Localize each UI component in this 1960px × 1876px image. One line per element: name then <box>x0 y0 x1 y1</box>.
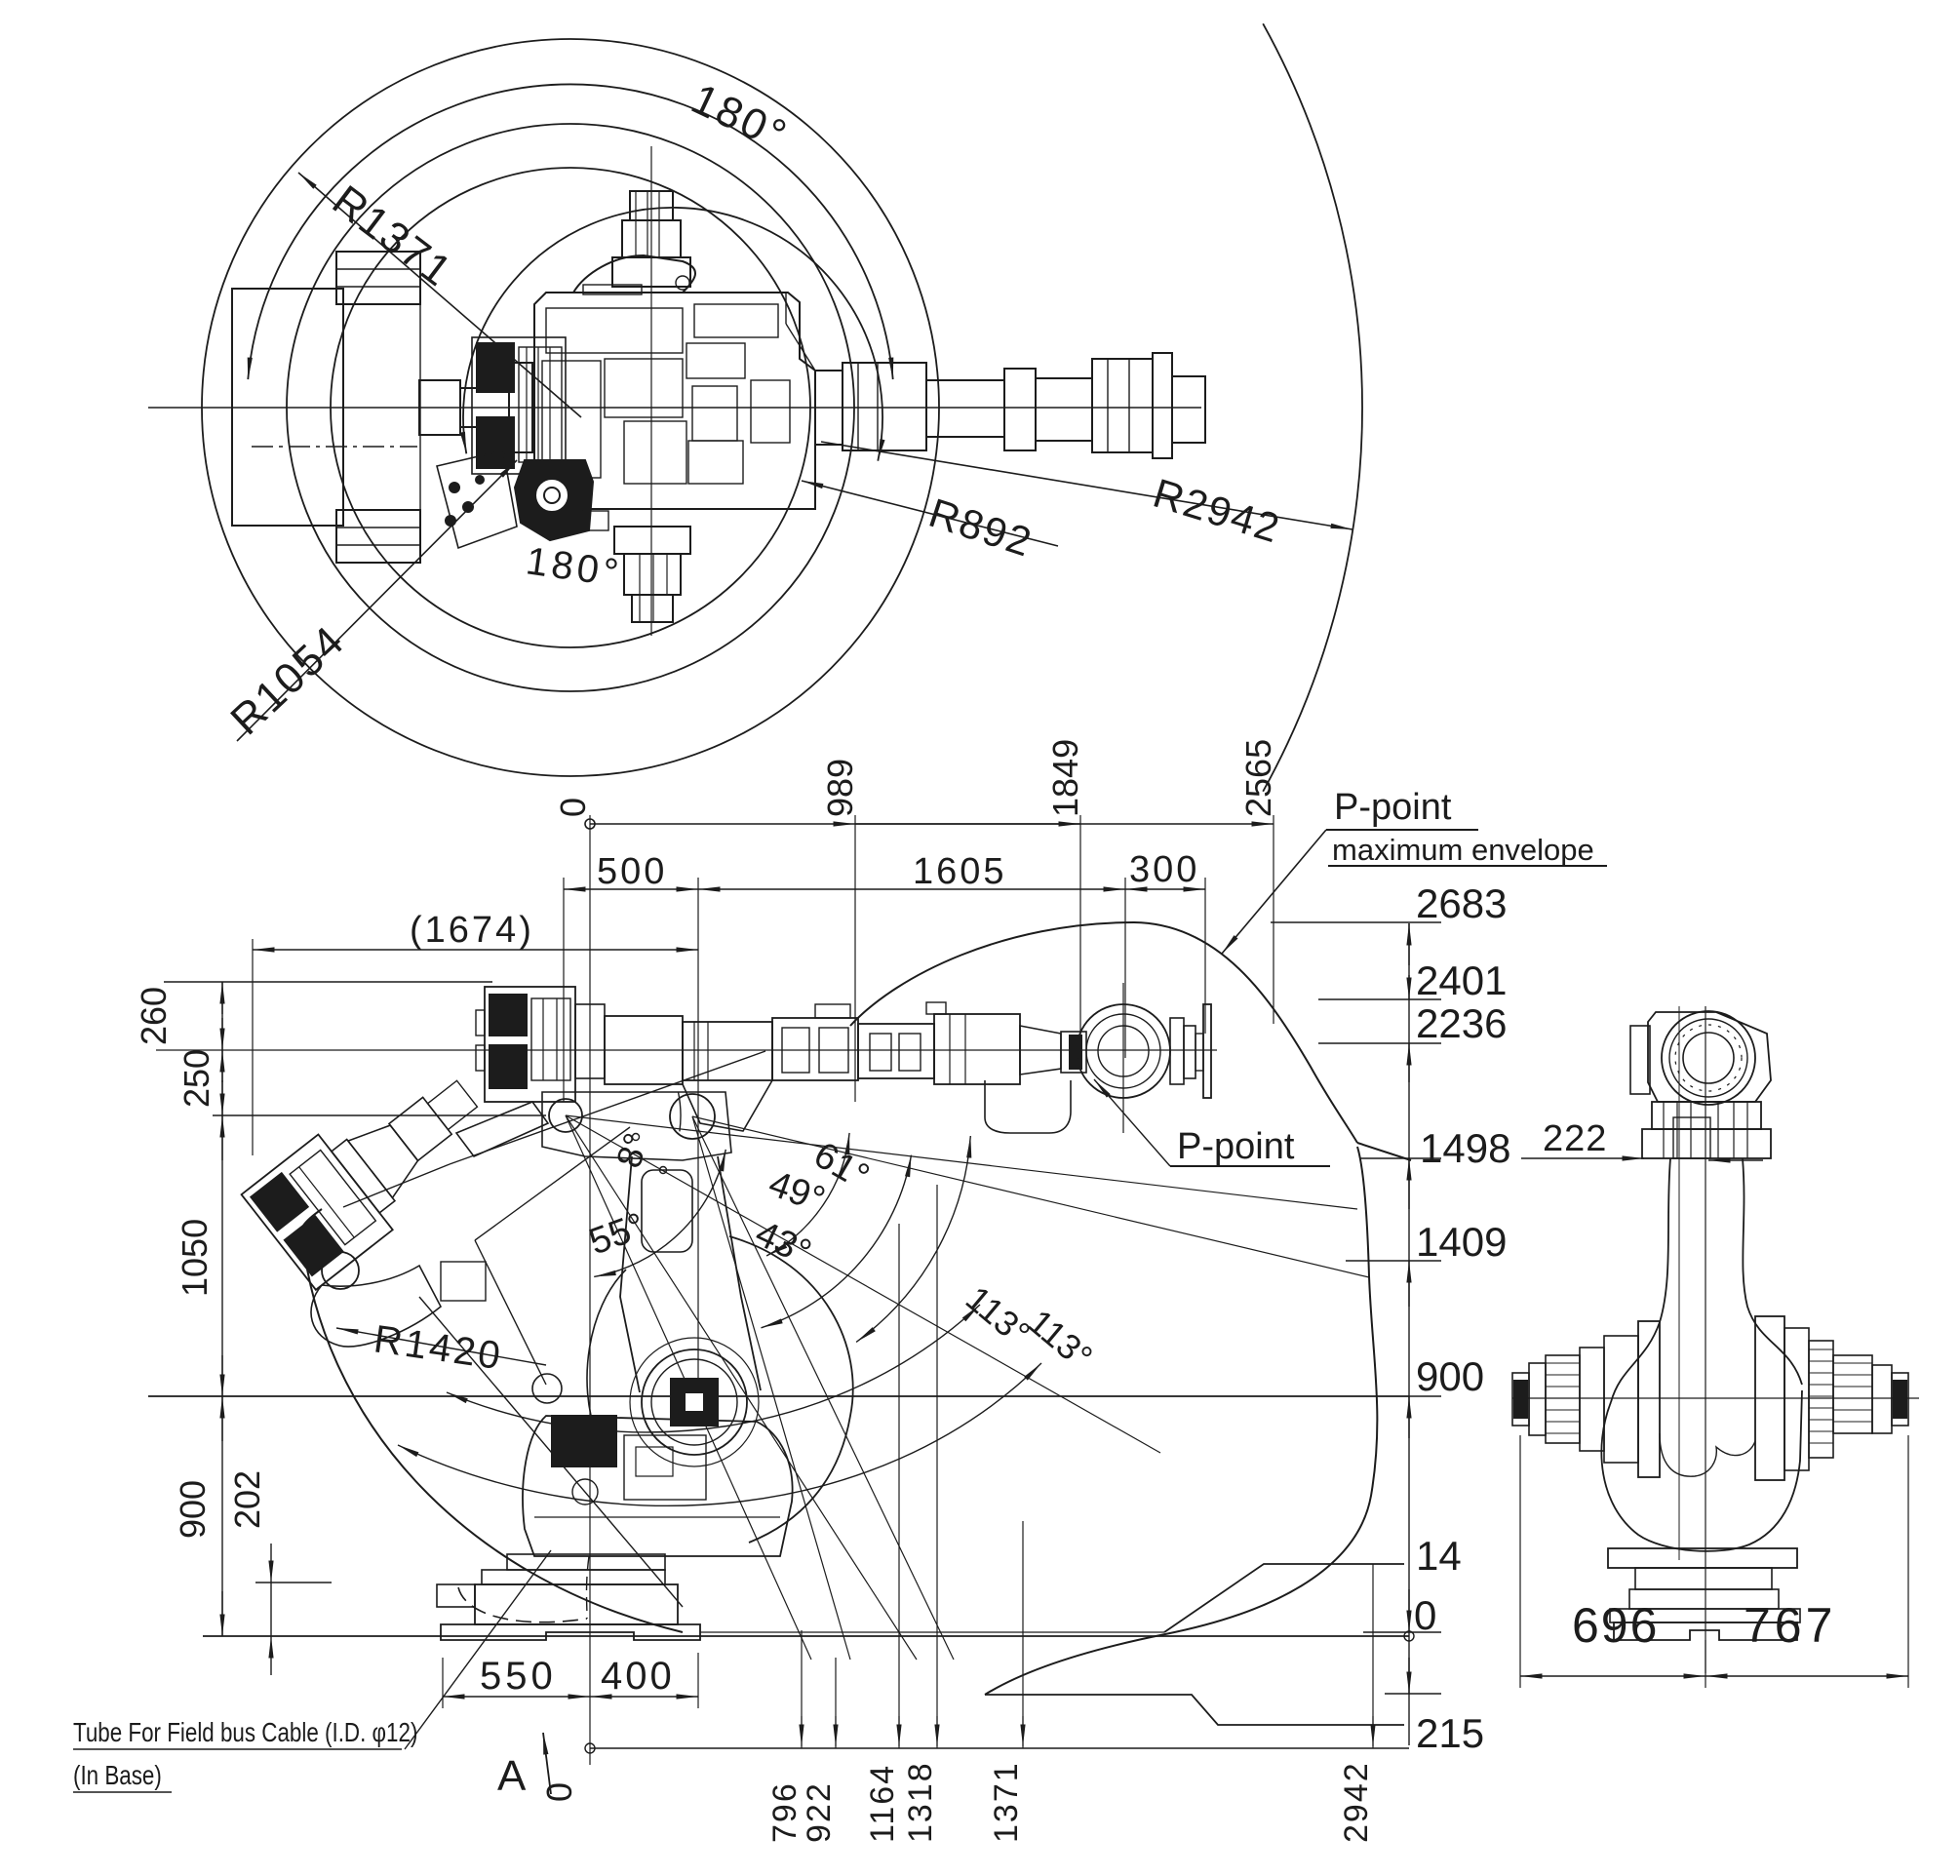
svg-text:A: A <box>497 1752 527 1800</box>
svg-text:250: 250 <box>176 1049 216 1108</box>
svg-text:1371: 1371 <box>988 1761 1025 1843</box>
svg-text:989: 989 <box>820 759 860 817</box>
svg-text:215: 215 <box>1416 1710 1484 1756</box>
svg-text:Tube For Field bus Cable (I.D.: Tube For Field bus Cable (I.D. φ12) <box>73 1718 417 1748</box>
svg-text:202: 202 <box>227 1470 267 1529</box>
svg-text:1050: 1050 <box>175 1219 215 1297</box>
svg-text:P-point: P-point <box>1334 787 1452 828</box>
svg-text:1164: 1164 <box>864 1764 901 1843</box>
svg-text:696: 696 <box>1572 1598 1659 1653</box>
svg-text:1849: 1849 <box>1045 739 1085 817</box>
svg-text:1409: 1409 <box>1416 1219 1507 1265</box>
svg-text:400: 400 <box>601 1655 675 1698</box>
svg-text:922: 922 <box>801 1781 838 1843</box>
svg-text:(1674): (1674) <box>410 910 534 951</box>
svg-text:maximum envelope: maximum envelope <box>1332 833 1594 867</box>
svg-text:0: 0 <box>539 1782 579 1802</box>
svg-text:1498: 1498 <box>1420 1125 1510 1171</box>
svg-text:0: 0 <box>553 798 593 817</box>
svg-text:2565: 2565 <box>1238 739 1278 817</box>
svg-text:1605: 1605 <box>913 851 1007 892</box>
svg-text:2401: 2401 <box>1416 958 1507 1003</box>
svg-text:550: 550 <box>480 1655 557 1698</box>
svg-text:300: 300 <box>1129 849 1199 890</box>
svg-text:P-point: P-point <box>1177 1126 1295 1167</box>
svg-text:260: 260 <box>134 987 174 1045</box>
svg-text:2942: 2942 <box>1338 1761 1375 1843</box>
svg-text:2236: 2236 <box>1416 1000 1507 1046</box>
svg-text:500: 500 <box>597 851 667 892</box>
svg-text:767: 767 <box>1744 1598 1836 1653</box>
svg-text:2683: 2683 <box>1416 880 1507 926</box>
svg-text:222: 222 <box>1543 1118 1607 1159</box>
svg-text:(In Base): (In Base) <box>73 1761 162 1791</box>
svg-text:796: 796 <box>766 1781 804 1843</box>
svg-text:0: 0 <box>1414 1592 1436 1638</box>
svg-text:14: 14 <box>1416 1533 1462 1579</box>
svg-text:900: 900 <box>173 1480 213 1539</box>
svg-text:1318: 1318 <box>902 1761 939 1843</box>
svg-text:900: 900 <box>1416 1353 1484 1399</box>
